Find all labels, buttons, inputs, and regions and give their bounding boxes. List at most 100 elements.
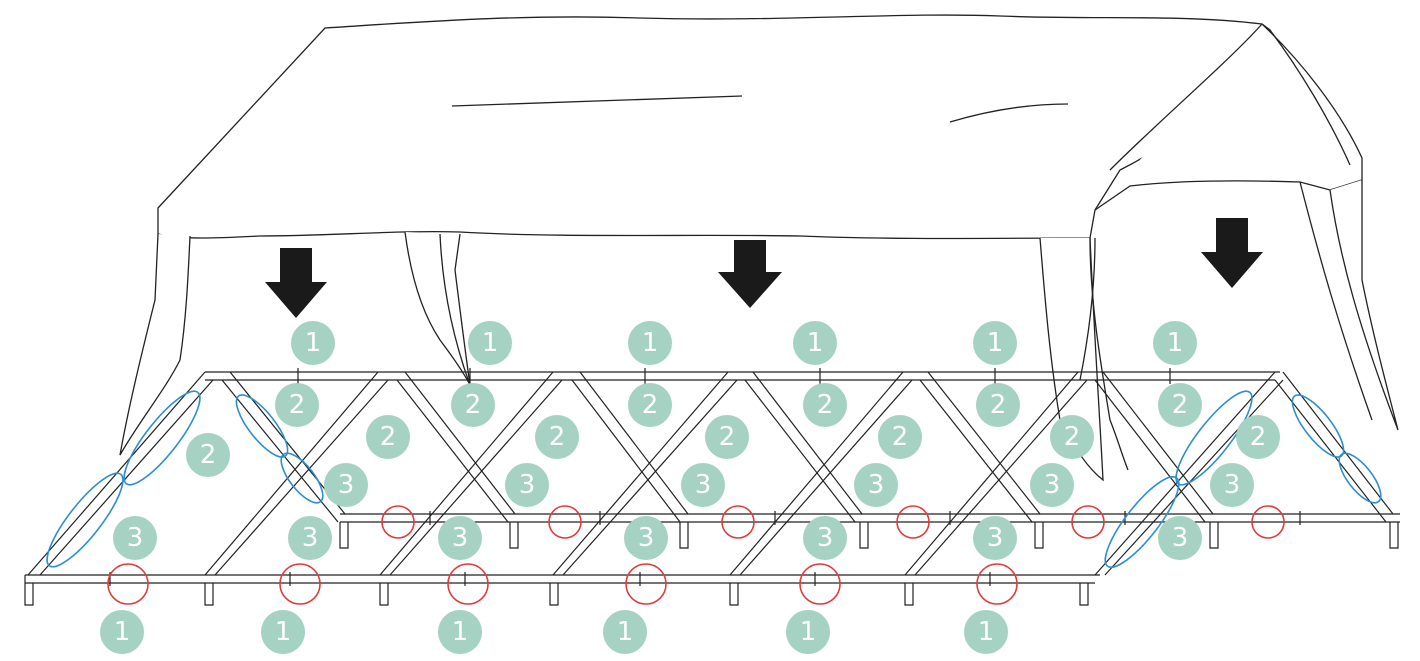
svg-text:3: 3: [817, 523, 834, 553]
svg-text:1: 1: [978, 617, 995, 647]
label-two-l: 2: [1050, 415, 1094, 459]
label-two-e: 2: [976, 383, 1020, 427]
down-arrow-icon: [1201, 218, 1263, 288]
frame-connector-circle: [381, 505, 415, 539]
svg-text:1: 1: [305, 328, 322, 358]
svg-text:1: 1: [807, 328, 824, 358]
joint-ellipse: [1104, 475, 1180, 569]
canopy-cover: [119, 14, 1399, 482]
label-bot-1d: 1: [603, 610, 647, 654]
label-three-l: 3: [973, 516, 1017, 560]
label-three-b: 3: [505, 463, 549, 507]
svg-text:3: 3: [1224, 470, 1241, 500]
joint-ellipse: [123, 390, 201, 486]
svg-text:2: 2: [549, 422, 566, 452]
label-three-c: 3: [681, 463, 725, 507]
joint-ellipse: [1338, 452, 1382, 504]
label-two-c: 2: [628, 383, 672, 427]
label-three-j: 3: [624, 516, 668, 560]
svg-text:1: 1: [617, 617, 634, 647]
svg-text:1: 1: [987, 328, 1004, 358]
svg-text:2: 2: [1064, 422, 1081, 452]
label-two-g: 2: [186, 433, 230, 477]
number-labels: 1 1 1 1 1 1 1 1 1 1 1 1 2 2 2 2 2 2 2 2 …: [100, 321, 1280, 654]
svg-text:1: 1: [452, 617, 469, 647]
label-top-1c: 1: [628, 321, 672, 365]
joint-ellipse: [235, 394, 289, 458]
svg-text:1: 1: [275, 617, 292, 647]
frame-connector-circle: [447, 563, 489, 605]
label-bot-1a: 1: [100, 610, 144, 654]
svg-text:3: 3: [338, 470, 355, 500]
svg-text:3: 3: [987, 523, 1004, 553]
label-three-g: 3: [113, 516, 157, 560]
label-three-k: 3: [803, 516, 847, 560]
svg-text:1: 1: [642, 328, 659, 358]
svg-text:3: 3: [1044, 470, 1061, 500]
svg-text:2: 2: [642, 390, 659, 420]
frame-structure: [24, 368, 1400, 606]
svg-text:3: 3: [127, 523, 144, 553]
label-bot-1b: 1: [261, 610, 305, 654]
joint-ellipse: [46, 472, 124, 568]
label-top-1e: 1: [973, 321, 1017, 365]
svg-text:2: 2: [719, 422, 736, 452]
frame-connector-circle: [896, 505, 930, 539]
label-two-k: 2: [878, 415, 922, 459]
frame-connector-circle: [721, 505, 755, 539]
svg-text:1: 1: [1167, 328, 1184, 358]
svg-text:2: 2: [465, 390, 482, 420]
svg-text:3: 3: [452, 523, 469, 553]
frame-connector-circle: [1251, 505, 1285, 539]
frame-connector-circle: [625, 563, 667, 605]
label-bot-1e: 1: [786, 610, 830, 654]
joint-ellipse: [280, 452, 324, 504]
svg-text:3: 3: [302, 523, 319, 553]
joint-ellipses: [46, 390, 1382, 569]
svg-text:2: 2: [990, 390, 1007, 420]
label-three-e: 3: [1030, 463, 1074, 507]
frame-connector-circle: [279, 563, 321, 605]
label-two-d: 2: [803, 383, 847, 427]
down-arrow-icon: [265, 248, 327, 318]
label-top-1d: 1: [793, 321, 837, 365]
label-two-i: 2: [535, 415, 579, 459]
label-bot-1f: 1: [964, 610, 1008, 654]
svg-text:3: 3: [868, 470, 885, 500]
svg-text:2: 2: [817, 390, 834, 420]
frame-connector-circle: [799, 563, 841, 605]
svg-text:3: 3: [519, 470, 536, 500]
joint-ellipse: [1291, 394, 1345, 458]
label-three-i: 3: [438, 516, 482, 560]
svg-text:1: 1: [482, 328, 499, 358]
label-three-d: 3: [854, 463, 898, 507]
label-two-j: 2: [705, 415, 749, 459]
svg-text:1: 1: [114, 617, 131, 647]
svg-text:2: 2: [1250, 422, 1267, 452]
label-top-1a: 1: [291, 321, 335, 365]
frame-connector-circle: [1071, 505, 1105, 539]
label-three-f: 3: [1210, 463, 1254, 507]
label-three-m: 3: [1158, 516, 1202, 560]
label-three-a: 3: [324, 463, 368, 507]
svg-text:3: 3: [695, 470, 712, 500]
label-top-1f: 1: [1153, 321, 1197, 365]
frame-connector-circle: [107, 563, 149, 605]
svg-text:2: 2: [200, 440, 217, 470]
label-two-f: 2: [1158, 383, 1202, 427]
svg-text:3: 3: [1172, 523, 1189, 553]
down-arrow-icon: [718, 240, 782, 308]
label-top-1b: 1: [468, 321, 512, 365]
label-three-h: 3: [288, 516, 332, 560]
svg-text:2: 2: [892, 422, 909, 452]
svg-text:2: 2: [289, 390, 306, 420]
label-two-m: 2: [1236, 415, 1280, 459]
label-two-a: 2: [275, 383, 319, 427]
svg-text:3: 3: [638, 523, 655, 553]
label-two-h: 2: [366, 415, 410, 459]
svg-text:2: 2: [380, 422, 397, 452]
label-bot-1c: 1: [438, 610, 482, 654]
frame-connector-circle: [976, 563, 1018, 605]
svg-text:2: 2: [1172, 390, 1189, 420]
